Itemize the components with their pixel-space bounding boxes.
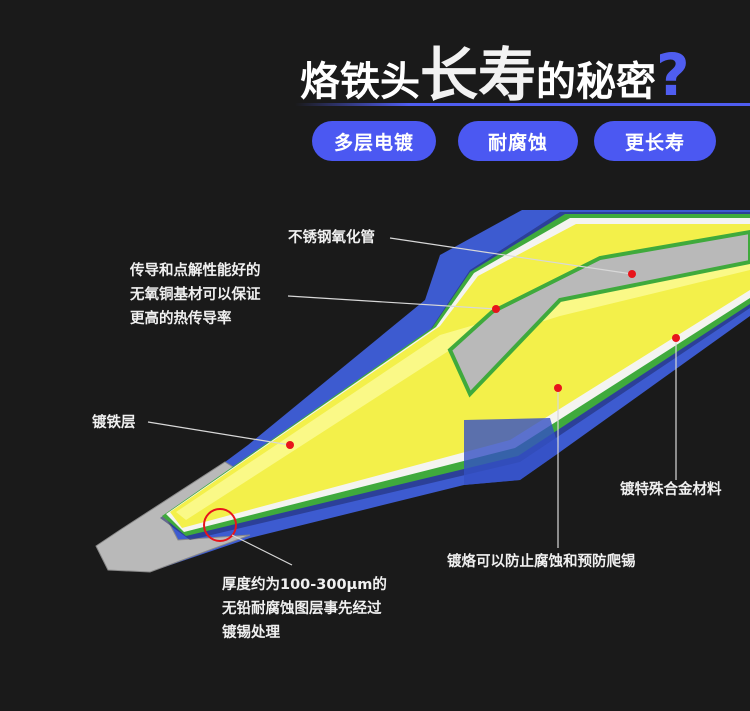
label-line: 更高的热传导率	[130, 307, 261, 331]
label-chrome-plating: 镀烙可以防止腐蚀和预防爬锡	[447, 550, 636, 574]
dot-chrome	[554, 384, 562, 392]
label-special-alloy: 镀特殊合金材料	[620, 478, 722, 502]
label-line: 无铅耐腐蚀图层事先经过	[222, 597, 387, 621]
label-tin-plating: 厚度约为100-300μm的 无铅耐腐蚀图层事先经过 镀锡处理	[222, 573, 387, 645]
collar-ring	[464, 418, 560, 485]
label-line: 无氧铜基材可以保证	[130, 283, 261, 307]
label-line: 传导和点解性能好的	[130, 259, 261, 283]
dot-alloy	[672, 334, 680, 342]
label-iron-plating: 镀铁层	[92, 411, 136, 435]
leader-tin	[232, 535, 292, 565]
dot-copper	[492, 305, 500, 313]
dot-stainless	[628, 270, 636, 278]
label-line: 厚度约为100-300μm的	[222, 573, 387, 597]
label-line: 镀锡处理	[222, 621, 387, 645]
label-copper-core: 传导和点解性能好的 无氧铜基材可以保证 更高的热传导率	[130, 259, 261, 331]
dot-iron	[286, 441, 294, 449]
label-stainless-tube: 不锈钢氧化管	[288, 226, 375, 250]
